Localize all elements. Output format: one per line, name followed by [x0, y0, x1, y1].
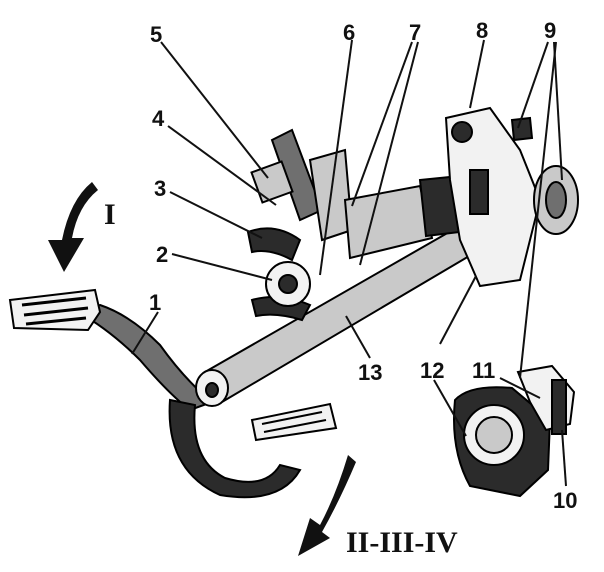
callout-6: 6	[343, 20, 355, 45]
callout-3: 3	[154, 176, 166, 201]
inset-detail	[453, 364, 576, 498]
callout-12: 12	[420, 358, 444, 383]
callout-9: 9	[544, 18, 556, 43]
callout-10: 10	[553, 488, 577, 513]
callout-labels: 1 2 3 4 5 6 7 8 9 10 11 12 13	[149, 18, 577, 513]
callout-11: 11	[472, 358, 495, 383]
arrow-position-two-icon	[298, 455, 356, 556]
arrow-position-one-icon	[48, 182, 98, 272]
callout-13: 13	[358, 360, 382, 385]
callout-4: 4	[152, 106, 165, 131]
pedal-shaft	[195, 198, 522, 407]
pedal-bracket	[444, 106, 579, 288]
callout-1: 1	[149, 290, 161, 315]
clutch-pedal	[8, 288, 214, 412]
callout-2: 2	[156, 242, 168, 267]
callout-7: 7	[409, 20, 421, 45]
leader-lines	[131, 39, 567, 487]
pedal-hook	[168, 398, 338, 499]
position-label-two: II-III-IV	[346, 526, 458, 559]
callout-8: 8	[476, 18, 488, 43]
position-label-one: I	[104, 198, 116, 231]
callout-5: 5	[150, 22, 162, 47]
